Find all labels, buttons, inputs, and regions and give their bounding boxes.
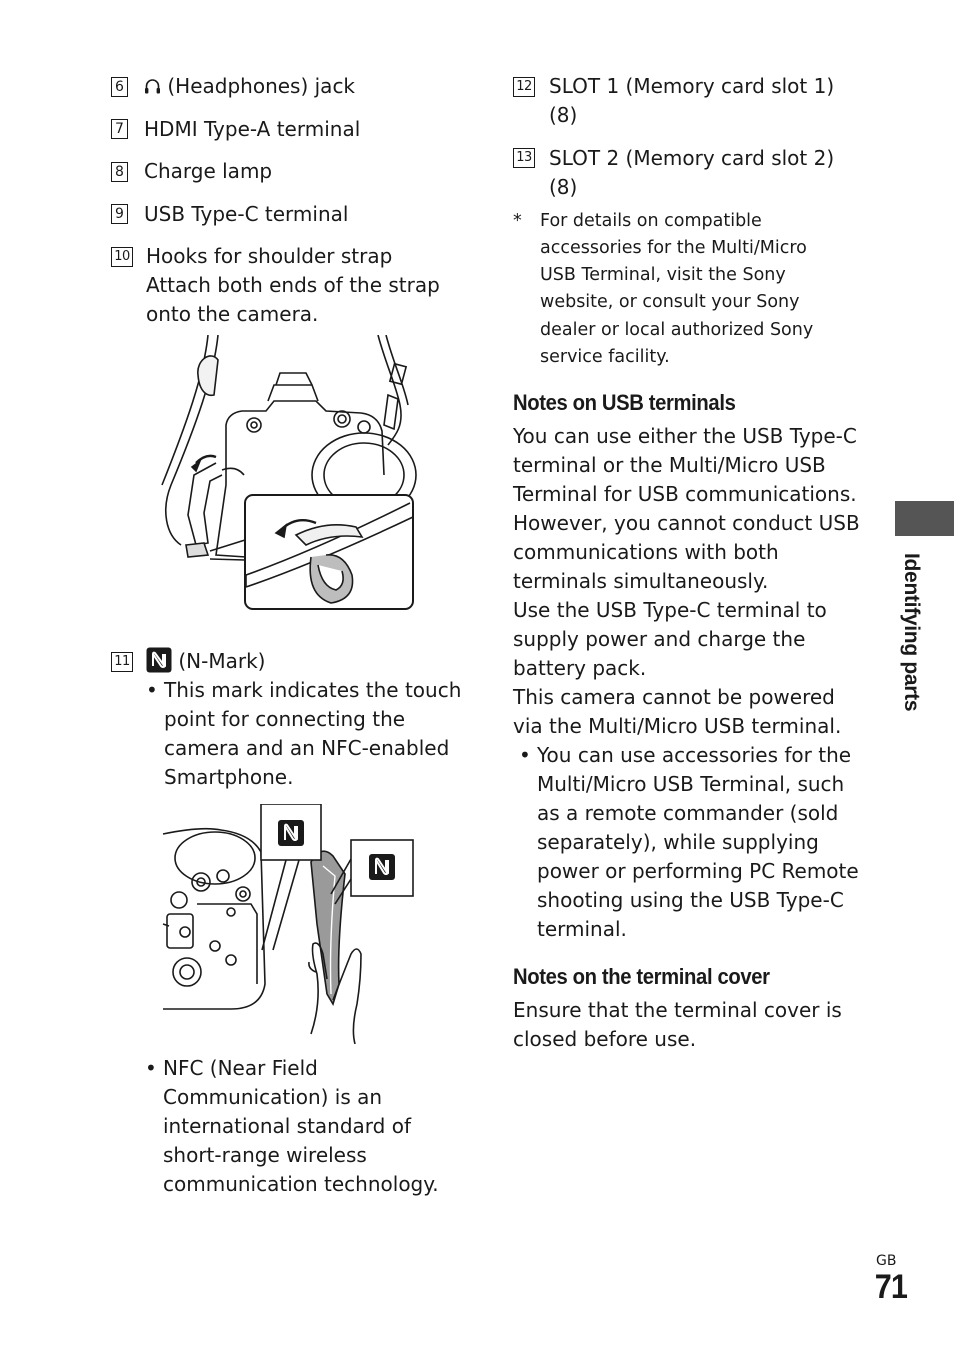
footnote: * For details on compatible accessories …	[513, 208, 873, 372]
item-number: 9	[111, 204, 128, 224]
paragraph: You can use either the USB Type-C termin…	[513, 424, 860, 594]
page-number: 71	[874, 1268, 908, 1306]
item-number: 7	[111, 119, 128, 139]
section-heading: Notes on the terminal cover	[513, 964, 770, 990]
list-item: • This mark indicates the touch point fo…	[146, 676, 464, 792]
item-number: 11	[111, 651, 133, 672]
item-title: SLOT 1 (Memory card slot 1) (8)	[549, 74, 835, 127]
item-title: SLOT 2 (Memory card slot 2) (8)	[549, 145, 835, 199]
right-column: 12 SLOT 1 (Memory card slot 1) (8) 13 SL…	[513, 72, 873, 1054]
paragraph: Use the USB Type-C terminal to supply po…	[513, 598, 827, 681]
item-number: 10	[111, 246, 133, 267]
bullet-text: This mark indicates the touch point for …	[164, 678, 462, 789]
item-number: 13	[513, 148, 535, 168]
headphones-icon	[145, 79, 160, 94]
section-tab-label: Identifying parts	[900, 553, 923, 712]
cover-notes-section: Notes on the terminal cover Ensure that …	[513, 962, 873, 1054]
paragraph: This camera cannot be powered via the Mu…	[513, 685, 842, 739]
section-heading: Notes on USB terminals	[513, 390, 736, 416]
footnote-mark: *	[513, 210, 522, 231]
language-code: GB	[876, 1253, 897, 1269]
item-title: USB Type-C terminal	[144, 201, 349, 226]
item-title: (Headphones) jack	[167, 74, 356, 98]
paragraph: Ensure that the terminal cover is closed…	[513, 998, 842, 1052]
item-number: 8	[111, 161, 128, 182]
part-item-11: 11 (N-Mark) • This mark indicates the to…	[111, 647, 481, 792]
shoulder-strap-illustration	[161, 335, 417, 610]
part-item-10: 10 Hooks for shoulder strap Attach both …	[111, 242, 481, 329]
left-column: 6 (Headphones) jack 7 HDMI Type-A termin…	[111, 72, 481, 1199]
bullet-text: You can use accessories for the Multi/Mi…	[537, 743, 859, 942]
part-item-6: 6 (Headphones) jack	[111, 72, 481, 101]
list-item: • You can use accessories for the Multi/…	[519, 741, 873, 944]
bullet-text: NFC (Near Field Communication) is an int…	[163, 1056, 439, 1196]
part-item-7: 7 HDMI Type-A terminal	[111, 115, 481, 144]
n-mark-icon	[146, 647, 172, 673]
item-description: Attach both ends of the strap onto the c…	[146, 273, 440, 326]
item-title: Hooks for shoulder strap	[146, 244, 393, 268]
section-tab-marker	[895, 501, 954, 536]
part-item-9: 9 USB Type-C terminal	[111, 200, 481, 229]
usb-notes-section: Notes on USB terminals You can use eithe…	[513, 388, 873, 944]
part-item-13: 13 SLOT 2 (Memory card slot 2) (8)	[513, 144, 873, 202]
nfc-touch-illustration	[162, 804, 414, 1044]
item-title: Charge lamp	[144, 159, 273, 183]
list-item: • NFC (Near Field Communication) is an i…	[145, 1054, 481, 1199]
item-title: HDMI Type-A terminal	[144, 116, 361, 141]
part-item-12: 12 SLOT 1 (Memory card slot 1) (8)	[513, 72, 873, 130]
part-item-8: 8 Charge lamp	[111, 157, 481, 186]
item-title: (N-Mark)	[178, 649, 266, 673]
item-number: 6	[111, 76, 128, 97]
footnote-text: For details on compatible accessories fo…	[540, 210, 814, 367]
item-number: 12	[513, 76, 535, 97]
